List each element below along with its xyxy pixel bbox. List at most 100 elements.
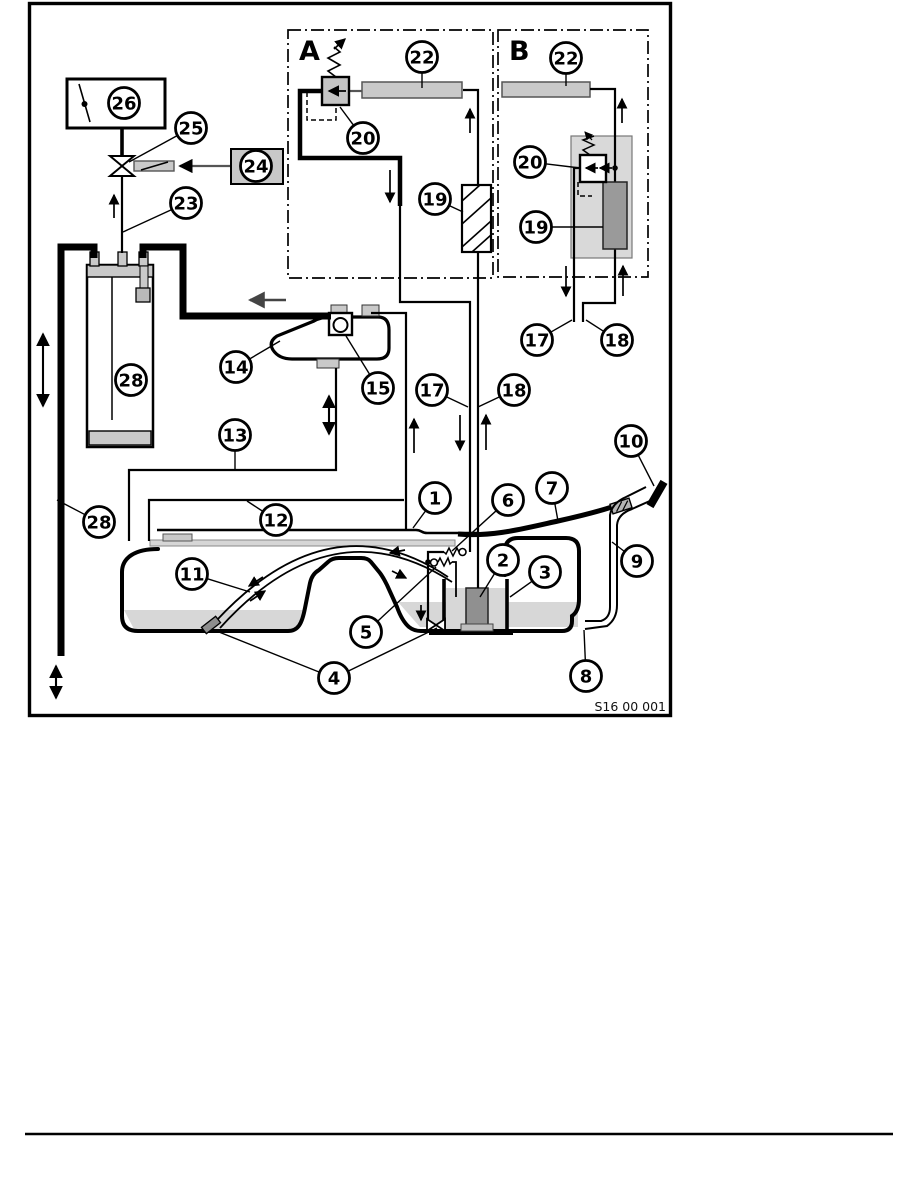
svg-text:15: 15 [365,379,390,400]
svg-text:14: 14 [223,358,248,379]
section-a-label: A [299,36,320,67]
canister-tube-end [135,287,151,303]
callout-5: 5 [349,566,437,649]
supply-to-rail [590,87,617,183]
svg-text:6: 6 [502,491,515,512]
svg-text:13: 13 [222,426,247,447]
callout-19: 19 [418,182,464,216]
callout-18: 18 [585,319,634,357]
return-line-17 [398,206,472,552]
svg-text:10: 10 [618,432,643,453]
vent-hoses [36,243,331,700]
canister-tube [139,265,149,289]
filler-pipe-9 [584,499,653,630]
svg-text:17: 17 [524,331,549,352]
callout-28: 28 [114,363,148,397]
fuel-rail-22 [361,81,463,99]
svg-text:7: 7 [546,479,559,500]
svg-text:11: 11 [179,565,204,586]
svg-text:20: 20 [517,153,542,174]
callout-4: 4 [213,627,438,695]
tank-top-plate [149,539,456,547]
supply-line-18 [463,88,480,588]
callout-3: 3 [509,555,562,598]
svg-text:5: 5 [360,623,373,644]
jet-pump-6 [443,546,467,558]
tank-vent-riser [371,311,408,530]
svg-text:28: 28 [118,371,143,392]
figure-code: S16 00 001 [594,699,666,714]
callout-1: 1 [412,481,452,529]
svg-text:3: 3 [539,563,552,584]
refuel-vent-line-7 [457,503,616,538]
callout-22: 22 [549,41,583,86]
jet-pump-5 [425,556,457,597]
fuel-pump [465,587,489,627]
pot-check-valve [434,617,446,633]
pot-check-valve [426,617,438,633]
callout-7: 7 [535,471,569,522]
callout-14: 14 [219,340,281,384]
svg-text:25: 25 [178,119,203,140]
atmosphere-vent-hose [57,243,98,656]
fuel-filter-19 [460,183,493,254]
tank-port [316,358,340,369]
callout-13: 13 [218,418,252,469]
tank-top-fitting [162,533,193,542]
feed-line-1 [157,528,478,535]
svg-text:20: 20 [350,129,375,150]
pot-bottom [429,629,513,635]
callout-20: 20 [513,145,581,179]
carbon-canister [85,251,155,449]
purge-valve-25 [107,164,137,177]
svg-text:8: 8 [580,667,593,688]
filler-assembly [457,479,668,630]
svg-text:22: 22 [409,48,434,69]
transfer-siphon-line [200,545,453,635]
vent-line-13 [127,368,338,541]
filler-pipe-9 [585,486,647,622]
svg-text:23: 23 [173,194,198,215]
svg-text:19: 19 [422,190,447,211]
svg-text:12: 12 [263,511,288,532]
diagram-frame [27,1,673,718]
connector-stripe [140,161,169,171]
purge-valve-25 [107,155,137,168]
variant-a: A [287,29,494,279]
expansion-tank [269,304,391,369]
svg-text:2: 2 [497,551,510,572]
vent-line-12 [147,498,404,541]
supply-return-lines [398,88,492,588]
callout-15: 15 [345,335,395,405]
svg-text:9: 9 [631,552,644,573]
surge-pot-module [415,546,513,635]
throttle-pivot [81,101,88,107]
svg-text:18: 18 [501,381,526,402]
callout-26: 26 [107,86,141,120]
filler-cap-10 [646,479,668,509]
svg-text:1: 1 [429,489,442,510]
variant-a-border [287,29,494,279]
callout-9: 9 [611,541,654,578]
expansion-tank-body [269,315,391,361]
tank-outline-right [503,536,581,618]
fuel-pump-base [460,623,494,632]
callout-2: 2 [479,543,520,598]
callout-12: 12 [246,500,293,537]
vacuum-reference [306,92,337,121]
callout-17: 17 [520,319,573,357]
callout-11: 11 [175,557,251,593]
fuel-filter-19 [602,181,628,250]
unit-supply-line [581,249,617,322]
callout-18: 18 [477,373,531,408]
callout-28: 28 [56,499,116,539]
svg-text:17: 17 [419,381,444,402]
vacuum-reference [577,182,592,197]
section-b-label: B [509,36,530,67]
callout-20: 20 [339,106,380,155]
variant-b: B [497,29,649,322]
pot-fill-tube [426,550,444,621]
